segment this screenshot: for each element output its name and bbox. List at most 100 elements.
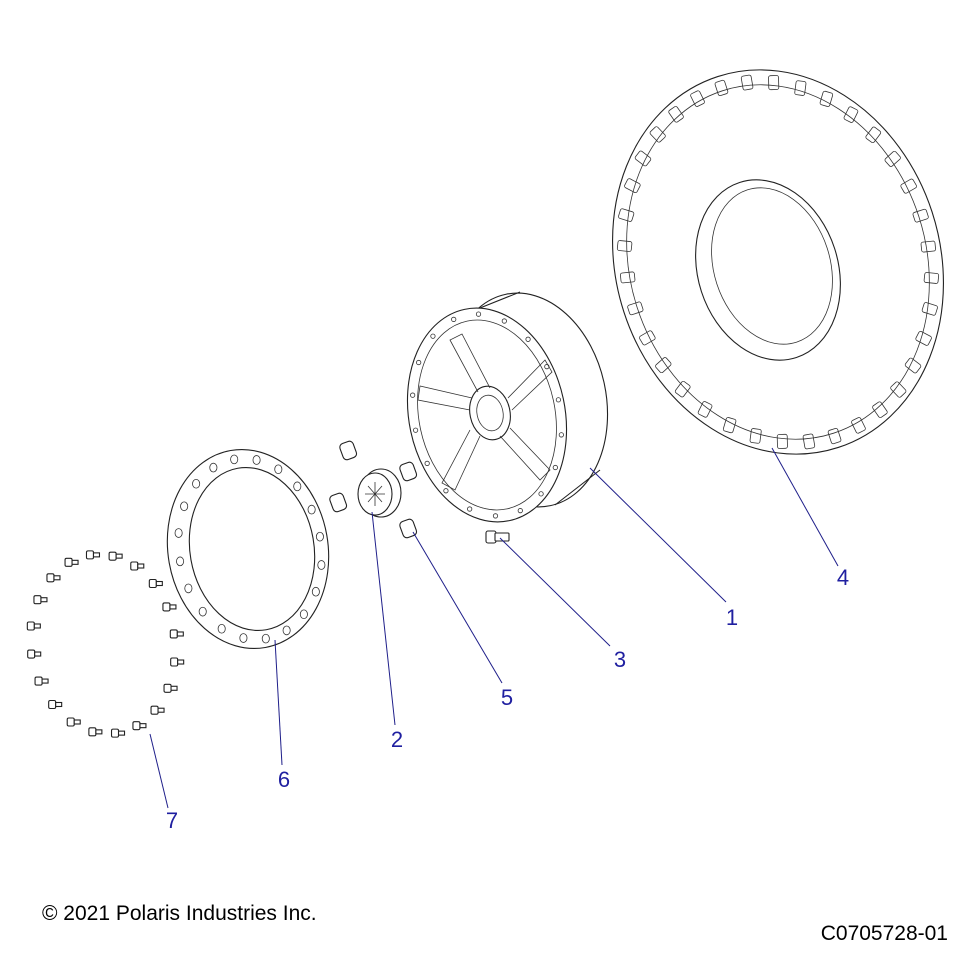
ring-hole: [174, 528, 183, 538]
tread-block: [768, 75, 780, 91]
lug-nuts-illustration: [329, 440, 418, 539]
beadlock-ring-illustration: [166, 448, 330, 650]
rim-bolt-holes: [410, 311, 564, 519]
rim-bolt-hole: [538, 491, 544, 497]
rim-bolt-hole: [517, 508, 523, 514]
callout-3: 3: [613, 647, 627, 672]
ring-hole: [230, 454, 239, 465]
tread-block: [776, 433, 788, 449]
ring-hole: [176, 556, 185, 567]
tread-block: [923, 272, 940, 284]
ring-screw: [64, 557, 79, 567]
tread-block: [616, 240, 633, 252]
ring-screw: [27, 649, 42, 659]
rim-bolt-hole: [451, 316, 457, 322]
wheel-spokes: [417, 333, 553, 491]
ring-hole: [192, 478, 201, 489]
callout-5: 5: [500, 685, 514, 710]
ring-hole: [239, 633, 248, 643]
tread-block: [690, 90, 705, 107]
ring-hole: [299, 609, 308, 620]
ring-hole: [180, 501, 189, 512]
ring-screw: [170, 657, 185, 667]
rim-bolt-hole: [555, 397, 562, 403]
tread-block: [843, 106, 859, 123]
tread-block: [912, 208, 929, 223]
tread-block: [872, 401, 888, 418]
callout-4: 4: [836, 565, 850, 590]
tire-illustration: [612, 69, 944, 455]
tire-tread-blocks: [616, 74, 940, 450]
ring-screw: [110, 728, 126, 738]
tread-block: [802, 433, 816, 450]
ring-screw: [88, 727, 103, 737]
ring-hole: [311, 586, 320, 597]
callout-7: 7: [165, 808, 179, 833]
tread-block: [890, 381, 907, 398]
ring-screw: [150, 705, 165, 715]
ring-screw: [26, 621, 41, 631]
callout-2: 2: [390, 727, 404, 752]
ring-screw: [108, 551, 123, 561]
copyright-text: © 2021 Polaris Industries Inc.: [42, 902, 317, 925]
ring-hole: [209, 462, 218, 473]
tread-block: [851, 417, 866, 434]
rim-bolt-hole: [416, 359, 422, 366]
tread-block: [618, 208, 635, 222]
stud-bolt-illustration: [485, 530, 510, 544]
ring-hole: [282, 625, 291, 636]
ring-screw: [66, 717, 81, 727]
tread-block: [827, 427, 842, 445]
ring-screw: [48, 699, 63, 710]
ring-screw: [33, 595, 48, 605]
ring-screw: [34, 676, 49, 686]
tread-block: [714, 79, 729, 97]
rim-bolt-hole: [467, 506, 473, 512]
ring-hole: [198, 606, 207, 617]
ring-screw: [130, 561, 145, 571]
ring-hole: [307, 504, 316, 515]
tread-block: [722, 417, 737, 434]
ring-hole: [317, 560, 326, 570]
ring-screw: [148, 578, 163, 589]
tread-block: [915, 330, 932, 346]
ring-hole: [252, 455, 261, 465]
ring-screw: [85, 550, 101, 560]
ring-hole: [315, 531, 324, 542]
rim-bolt-hole: [475, 311, 482, 317]
drawing-id: C0705728-01: [820, 922, 948, 945]
ring-hole: [274, 464, 283, 475]
ring-hole: [293, 481, 302, 492]
ring-screw: [162, 602, 177, 612]
rim-bolt-hole: [552, 464, 558, 471]
tread-block: [668, 106, 684, 123]
tread-block: [865, 126, 882, 144]
rim-bolt-hole: [443, 488, 449, 494]
tread-block: [921, 302, 938, 316]
ring-hole: [261, 633, 270, 644]
rim-bolt-hole: [412, 427, 419, 433]
tread-block: [697, 401, 713, 418]
ring-hole: [184, 583, 193, 594]
rim-bolt-hole: [430, 333, 436, 339]
tread-block: [920, 240, 936, 253]
rim-bolt-hole: [410, 392, 416, 398]
tread-block: [620, 271, 636, 284]
tread-block: [884, 150, 901, 167]
ring-screw: [169, 629, 184, 639]
tread-block: [627, 301, 644, 316]
ring-hole: [217, 623, 226, 634]
rim-bolt-hole: [492, 513, 499, 519]
tread-block: [904, 357, 922, 374]
tread-block: [740, 74, 754, 91]
tread-block: [649, 126, 666, 143]
rim-bolt-hole: [525, 336, 531, 342]
center-cap-illustration: [357, 468, 402, 518]
rim-bolt-hole: [424, 460, 430, 466]
ring-screw: [163, 683, 178, 693]
rim-bolt-hole: [544, 364, 550, 370]
wheel-rim-illustration: [406, 291, 609, 523]
rim-bolt-hole: [501, 318, 507, 324]
tread-block: [634, 150, 652, 167]
